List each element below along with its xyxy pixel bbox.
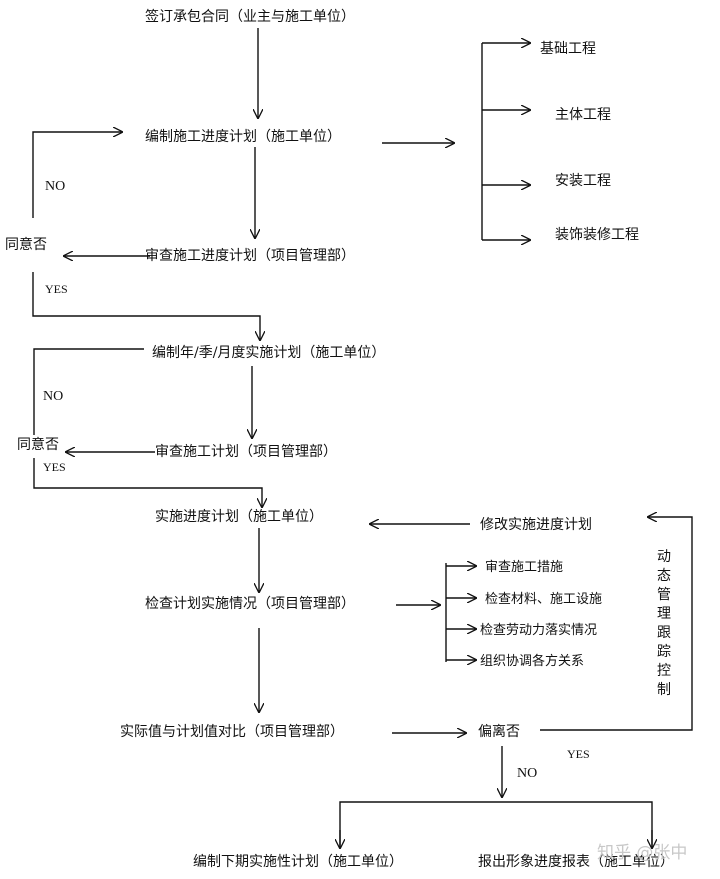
decision-deviation: 偏离否: [478, 724, 520, 740]
arrow-no-loop-2: [33, 348, 144, 435]
label-yes-1: YES: [45, 282, 68, 296]
node-compile-schedule: 编制施工进度计划（施工单位）: [145, 129, 341, 145]
arrow-yes-1: [32, 272, 260, 340]
branch-item-1: 基础工程: [540, 41, 596, 57]
decision-agree-1: 同意否: [5, 237, 47, 253]
branch-item-3: 安装工程: [555, 173, 611, 189]
split-bracket: [339, 801, 653, 848]
check-item-4: 组织协调各方关系: [480, 654, 585, 669]
node-compile-periodic: 编制年/季/月度实施计划（施工单位）: [152, 345, 386, 361]
node-report: 报出形象进度报表（施工单位）: [478, 854, 674, 870]
node-implement: 实施进度计划（施工单位）: [155, 509, 323, 525]
label-yes-3: YES: [567, 747, 590, 761]
check-item-1: 审查施工措施: [485, 560, 564, 575]
node-review-schedule: 审查施工进度计划（项目管理部）: [145, 248, 355, 264]
arrow-no-loop-1: [32, 132, 122, 218]
node-next-period: 编制下期实施性计划（施工单位）: [193, 854, 403, 870]
decision-agree-2: 同意否: [17, 437, 59, 453]
check-item-2: 检查材料、施工设施: [485, 592, 603, 607]
arrow-yes-2: [33, 458, 262, 507]
label-no-2: NO: [43, 389, 64, 404]
label-no-3: NO: [517, 766, 538, 781]
node-modify: 修改实施进度计划: [480, 517, 592, 533]
node-check: 检查计划实施情况（项目管理部）: [145, 596, 355, 612]
node-review-plan: 审查施工计划（项目管理部）: [155, 444, 337, 460]
watermark: 知乎 @张中: [597, 843, 688, 863]
node-sign-contract: 签订承包合同（业主与施工单位）: [145, 9, 355, 25]
branch-item-2: 主体工程: [555, 107, 611, 123]
label-no-1: NO: [45, 179, 66, 194]
check-item-3: 检查劳动力落实情况: [480, 623, 598, 638]
branch-item-4: 装饰装修工程: [555, 227, 639, 243]
node-compare: 实际值与计划值对比（项目管理部）: [120, 724, 344, 740]
arrow-yes-feedback: [540, 517, 693, 731]
side-label-dynamic-control: 动态管理跟踪控制: [657, 549, 671, 698]
label-yes-2: YES: [43, 460, 66, 474]
